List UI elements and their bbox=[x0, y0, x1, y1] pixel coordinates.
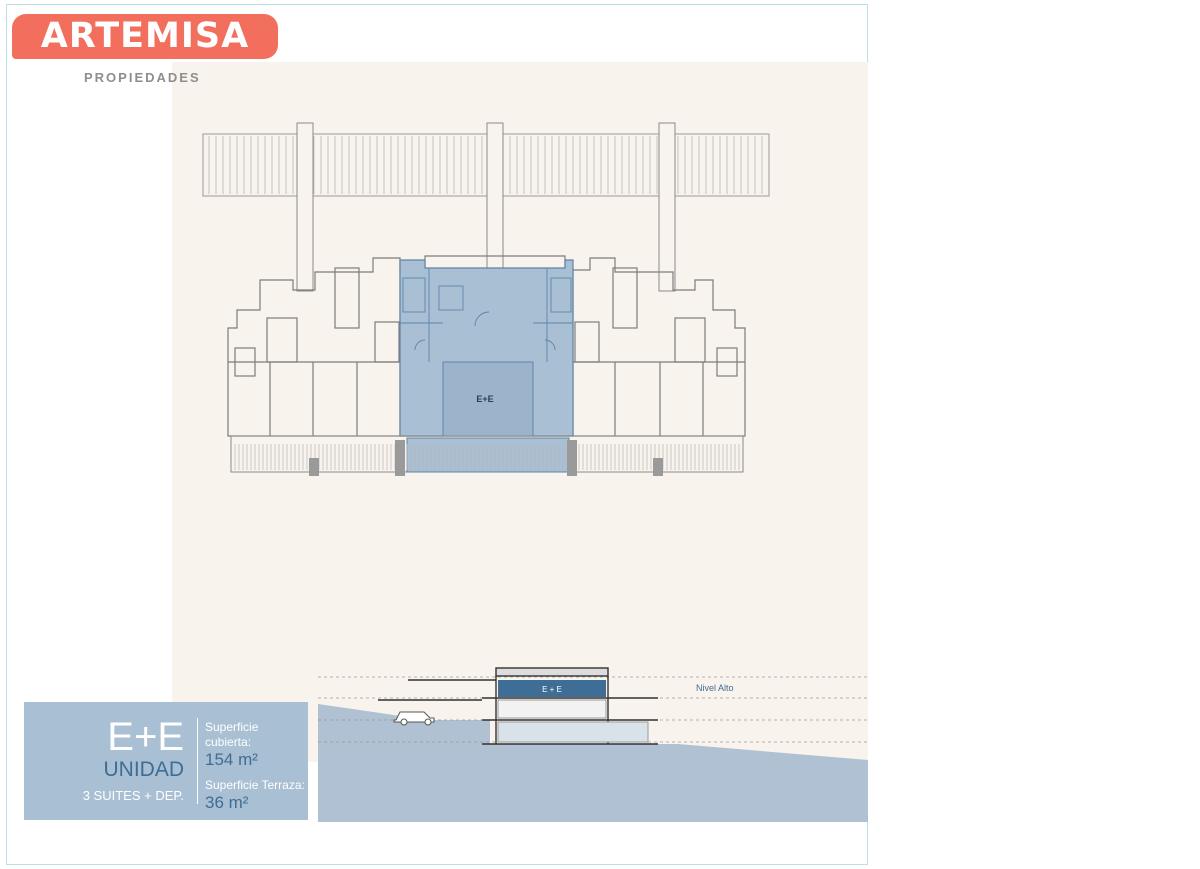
covered-area-label: Superficie cubierta: bbox=[205, 720, 259, 749]
section-unit-label: E + E bbox=[542, 685, 562, 694]
unit-summary: E+E UNIDAD 3 SUITES + DEP. bbox=[24, 702, 194, 820]
brand-logo: ARTEMISA bbox=[12, 14, 278, 59]
unit-info-panel: E+E UNIDAD 3 SUITES + DEP. Superficie cu… bbox=[24, 702, 308, 820]
terrace-deck bbox=[230, 435, 744, 476]
structure bbox=[378, 667, 658, 745]
car-icon bbox=[393, 711, 435, 726]
highlighted-unit: E+E bbox=[399, 259, 574, 437]
floor-plan: E+E bbox=[202, 122, 770, 476]
unit-areas: Superficie cubierta: 154 m² Superficie T… bbox=[205, 720, 305, 821]
terrace-area-label: Superficie Terraza: bbox=[205, 778, 305, 792]
unit-description: 3 SUITES + DEP. bbox=[82, 788, 184, 803]
unit-label: UNIDAD bbox=[103, 758, 184, 781]
unit-code: E+E bbox=[107, 715, 184, 759]
info-divider bbox=[197, 718, 198, 804]
covered-area-value: 154 m² bbox=[205, 750, 258, 769]
column-left bbox=[296, 122, 314, 292]
level-label: Nivel Alto bbox=[696, 683, 734, 693]
building-section: E + E Nivel Alto bbox=[318, 667, 868, 822]
terrace-area-value: 36 m² bbox=[205, 793, 249, 812]
column-right bbox=[658, 122, 676, 292]
pergola bbox=[202, 133, 770, 197]
brand-subtitle: PROPIEDADES bbox=[84, 70, 201, 85]
section-highlight bbox=[498, 680, 606, 697]
terrain bbox=[318, 704, 868, 822]
plan-unit-label: E+E bbox=[476, 394, 493, 404]
